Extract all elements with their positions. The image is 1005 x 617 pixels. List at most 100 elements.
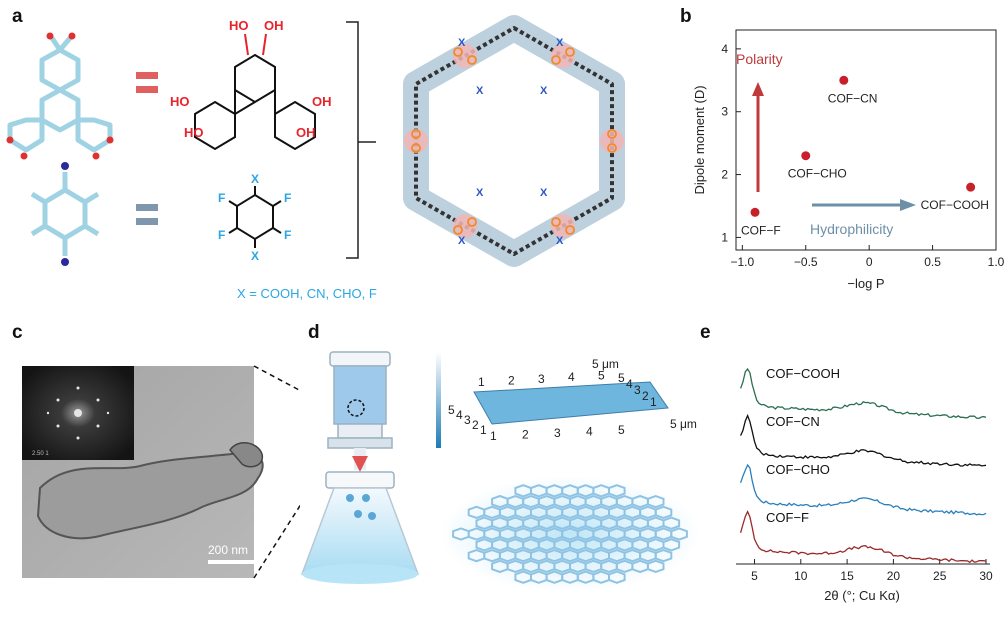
xrd-series-label: COF−F bbox=[766, 510, 809, 525]
filtration-apparatus bbox=[300, 351, 420, 584]
data-point-label: COF−F bbox=[741, 223, 781, 237]
afm-x-tick-label: 2 bbox=[522, 428, 529, 442]
honeycomb-cell bbox=[608, 484, 626, 498]
substituent-note: X = COOH, CN, CHO, F bbox=[237, 286, 377, 301]
hhtp-label-oh3: HO bbox=[170, 94, 190, 109]
xrd-series-label: COF−CHO bbox=[766, 462, 830, 477]
x-axis-label: −log P bbox=[847, 276, 884, 291]
svg-text:X: X bbox=[556, 37, 564, 49]
xrd-series-line bbox=[740, 413, 987, 467]
afm-y-tick-label: 3 bbox=[464, 413, 471, 427]
afm-right-tick-label: 1 bbox=[650, 395, 657, 409]
xrd-x-tick-label: 15 bbox=[840, 569, 854, 583]
data-point bbox=[750, 207, 760, 217]
xrd-series-line bbox=[739, 509, 987, 564]
nitrogen-atom-top bbox=[61, 162, 69, 170]
panel-label-d: d bbox=[308, 322, 320, 343]
saed-inset-tag: 2.50 1 bbox=[32, 451, 49, 457]
xrd-x-label: 2θ (°; Cu Kα) bbox=[824, 588, 900, 603]
afm-x-tick-label: 1 bbox=[490, 429, 497, 443]
cof-nanosheet bbox=[36, 451, 264, 540]
triphenylene-3d-model bbox=[7, 36, 113, 153]
svg-text:X: X bbox=[540, 85, 548, 97]
svg-text:X: X bbox=[458, 235, 466, 247]
afm-unit-y: 5 μm bbox=[592, 357, 619, 371]
data-point-label: COF−CN bbox=[828, 91, 878, 105]
honeycomb-cell bbox=[654, 548, 673, 563]
linker-f4: F bbox=[284, 228, 291, 242]
honeycomb-cell bbox=[654, 505, 673, 520]
fluoro-linker-structure bbox=[228, 186, 282, 248]
y-tick-label: 4 bbox=[721, 42, 728, 56]
panel-label-b: b bbox=[680, 6, 692, 27]
linker-f2: F bbox=[284, 191, 291, 205]
zoom-line-bottom bbox=[253, 504, 300, 579]
honeycomb-cell bbox=[670, 527, 688, 541]
afm-top-tick-label: 3 bbox=[538, 372, 545, 386]
afm-x-tick-label: 3 bbox=[554, 426, 561, 440]
data-point bbox=[839, 75, 849, 85]
polarity-arrowhead bbox=[752, 82, 764, 96]
honeycomb-cell bbox=[646, 559, 665, 574]
panel-a-figure: HO OH HO OH HO OH X X F F F F X = COOH, … bbox=[6, 15, 625, 301]
y-tick-label: 2 bbox=[721, 168, 728, 182]
honeycomb-lattice bbox=[452, 484, 688, 584]
svg-text:X: X bbox=[556, 235, 564, 247]
y-tick-label: 3 bbox=[721, 105, 728, 119]
afm-y-tick-label: 1 bbox=[480, 423, 487, 437]
equals-bottom-bar2 bbox=[136, 218, 158, 225]
data-point-label: COF−CHO bbox=[788, 167, 847, 181]
reaction-bracket bbox=[346, 21, 376, 259]
hhtp-label-oh1: HO bbox=[229, 18, 249, 33]
hhtp-structure bbox=[194, 53, 316, 151]
xrd-series-line bbox=[739, 463, 987, 516]
honeycomb-cell bbox=[646, 494, 665, 509]
xrd-series-label: COF−COOH bbox=[766, 366, 840, 381]
x-tick-label: −0.5 bbox=[794, 255, 818, 269]
data-point-label: COF−COOH bbox=[921, 198, 989, 212]
xrd-series-line bbox=[739, 367, 987, 419]
oxygen-atoms bbox=[6, 32, 114, 160]
xrd-x-tick-label: 25 bbox=[933, 569, 947, 583]
hhtp-label-oh5: HO bbox=[184, 125, 204, 140]
afm-top-tick-label: 4 bbox=[568, 370, 575, 384]
afm-top-tick-label: 5 bbox=[598, 369, 605, 383]
data-point bbox=[801, 151, 811, 161]
y-tick-label: 1 bbox=[721, 230, 728, 244]
afm-y-tick-label: 2 bbox=[472, 418, 479, 432]
xrd-x-tick-label: 10 bbox=[794, 569, 808, 583]
afm-right-tick-label: 4 bbox=[626, 377, 633, 391]
svg-text:X: X bbox=[476, 85, 484, 97]
panel-label-c: c bbox=[12, 322, 23, 343]
equals-top-bar2 bbox=[136, 86, 158, 93]
equals-top-bar1 bbox=[136, 72, 158, 79]
hydrophilicity-label: Hydrophilicity bbox=[810, 221, 893, 237]
afm-x-tick-label: 5 bbox=[618, 423, 625, 437]
xrd-series-label: COF−CN bbox=[766, 414, 820, 429]
panel-c-tem: 2.50 1 200 nm bbox=[22, 365, 300, 579]
hhtp-label-oh2: OH bbox=[264, 18, 284, 33]
afm-right-tick-label: 2 bbox=[642, 389, 649, 403]
scale-bar-label: 200 nm bbox=[208, 543, 248, 557]
x-tick-label: 1.0 bbox=[988, 255, 1005, 269]
afm-y-tick-label: 5 bbox=[448, 403, 455, 417]
afm-surface bbox=[473, 381, 669, 425]
svg-text:X: X bbox=[458, 37, 466, 49]
xrd-x-tick-label: 5 bbox=[751, 569, 758, 583]
linker-x-bottom: X bbox=[251, 249, 259, 263]
y-axis-label: Dipole moment (D) bbox=[692, 85, 707, 194]
honeycomb-cell bbox=[662, 538, 681, 552]
diffraction-spots bbox=[46, 386, 110, 440]
linker-f3: F bbox=[218, 228, 225, 242]
xrd-x-tick-label: 30 bbox=[979, 569, 993, 583]
xrd-x-tick-label: 20 bbox=[887, 569, 901, 583]
afm-right-tick-label: 3 bbox=[634, 383, 641, 397]
honeycomb-cell bbox=[662, 516, 681, 530]
panel-label-a: a bbox=[12, 6, 23, 27]
data-point bbox=[966, 182, 976, 192]
nitrogen-atom-bottom bbox=[61, 258, 69, 266]
hhtp-label-oh4: OH bbox=[312, 94, 332, 109]
equals-bottom-bar1 bbox=[136, 204, 158, 211]
